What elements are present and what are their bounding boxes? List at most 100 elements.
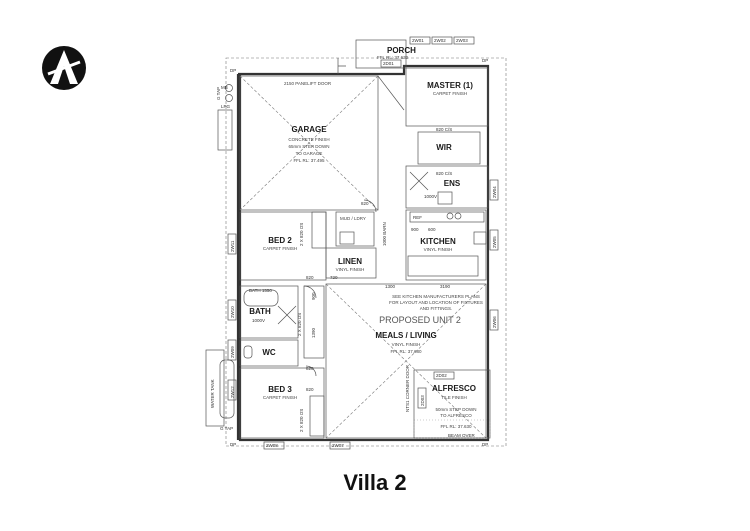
bed3-label: BED 3 <box>268 385 292 394</box>
bath-label: BATH <box>249 307 271 316</box>
porch-ffl: FFL RL: 37.630 <box>377 55 409 60</box>
porch-area <box>355 39 407 69</box>
wc-room <box>239 339 299 367</box>
bed3-finish: CARPET FINISH <box>263 395 297 400</box>
meals-label: MEALS / LIVING <box>375 331 436 340</box>
svg-text:2W03: 2W03 <box>456 38 468 43</box>
dim-820d: 820 <box>306 275 314 280</box>
bed2-label: BED 2 <box>268 236 292 245</box>
garage-room <box>239 75 379 211</box>
wc-label: WC <box>262 348 276 357</box>
garage-label: GARAGE <box>291 125 327 134</box>
master-finish: CARPET FINISH <box>433 91 467 96</box>
dim-820a: 820 C/S <box>436 127 452 132</box>
dim-2x820-bed3: 2 X 820 OS <box>299 409 304 432</box>
bath-1550-note: BATH 1550 <box>249 288 272 293</box>
garage-step: 65mm STEP DOWN <box>289 144 330 149</box>
alfresco-step2: TO ALFRESCO <box>440 413 472 418</box>
mud-laundry-room <box>335 211 375 247</box>
page-title: Villa 2 <box>343 470 407 495</box>
kitchen-note-1: SEE KITCHEN MANUFACTURERS PLANS <box>392 294 480 299</box>
dim-1000v2: 1000V <box>424 194 437 199</box>
svg-text:2D01: 2D01 <box>383 61 394 66</box>
ens-room <box>405 165 489 209</box>
dim-820c: 820 <box>361 201 369 206</box>
svg-text:DP: DP <box>482 58 488 63</box>
ref-label: REF <box>413 215 422 220</box>
water-tank-label: WATER TANK <box>210 379 215 408</box>
meals-ffl: FFL RL: 37.680 <box>390 349 422 354</box>
kitchen-bench <box>409 211 485 223</box>
svg-text:DP: DP <box>482 442 488 447</box>
gas-tap-label: G TAP <box>216 87 221 100</box>
svg-text:2W06: 2W06 <box>492 316 497 328</box>
linen-label: LINEN <box>338 257 362 266</box>
svg-text:2W07: 2W07 <box>332 443 344 448</box>
dim-900v: 900 <box>311 292 316 300</box>
meals-living-room <box>325 283 487 439</box>
gtap-label: G TAP <box>220 426 233 431</box>
lpg-label: LPG <box>221 104 231 109</box>
dim-3190: 3190 <box>440 284 451 289</box>
stacker-note: NTS1 CORNER DOOR <box>405 364 410 412</box>
garage-finish: CONCRETE FINISH <box>288 137 329 142</box>
svg-text:2W05: 2W05 <box>492 236 497 248</box>
svg-text:2W12: 2W12 <box>230 386 235 398</box>
bed3-room <box>239 367 325 439</box>
beam-over-note: BEAM OVER <box>448 433 476 438</box>
dim-720: 720 <box>330 275 338 280</box>
kitchen-note-3: AND FITTINGS. <box>420 306 453 311</box>
meals-finish: VINYL FINISH <box>392 342 421 347</box>
kitchen-label: KITCHEN <box>420 237 456 246</box>
bed2-finish: CARPET FINISH <box>263 246 297 251</box>
kitchen-finish: VINYL FINISH <box>424 247 453 252</box>
svg-text:2W09: 2W09 <box>230 346 235 358</box>
dim-900: 900 <box>411 227 419 232</box>
gas-tap-icon <box>225 94 233 102</box>
dim-1300: 1300 <box>385 284 396 289</box>
svg-text:DP: DP <box>230 442 236 447</box>
hallway <box>303 285 325 359</box>
wir-label: WIR <box>436 143 452 152</box>
svg-text:2W08: 2W08 <box>266 443 278 448</box>
master-label: MASTER (1) <box>427 81 473 90</box>
dim-2x820-bath: 2 X 820 OS <box>297 313 302 336</box>
svg-text:2W11: 2W11 <box>230 240 235 252</box>
dim-1000v: 1000V <box>252 318 265 323</box>
alfresco-finish: TILE FINISH <box>441 395 467 400</box>
dim-820e: 820 <box>306 366 314 371</box>
garage-step2: TO GARAGE <box>296 151 323 156</box>
sink-icon <box>473 231 487 245</box>
svg-text:2W10: 2W10 <box>230 306 235 318</box>
kitchen-note-2: FOR LAYOUT AND LOCATION OF FIXTURES <box>389 300 483 305</box>
unit-label: PROPOSED UNIT 2 <box>379 315 461 325</box>
dim-600: 600 <box>428 227 436 232</box>
svg-text:2W01: 2W01 <box>412 38 424 43</box>
linen-room <box>325 247 377 279</box>
svg-text:DP: DP <box>230 68 236 73</box>
bath-room <box>239 285 299 339</box>
master-room <box>405 67 489 127</box>
svg-text:2D03: 2D03 <box>420 395 425 406</box>
dim-820b: 820 C/S <box>436 171 452 176</box>
alfresco-ffl: FFL RL: 37.630 <box>440 424 472 429</box>
kitchen-room <box>405 209 487 281</box>
window-tags: 2W01 2W02 2W03 2D01 2W04 2W05 2W06 2W07 … <box>227 36 499 450</box>
svg-text:2W02: 2W02 <box>434 38 446 43</box>
dim-820f: 820 <box>306 387 314 392</box>
site-boundary <box>225 57 507 447</box>
wir-room <box>417 131 481 165</box>
svg-text:2W04: 2W04 <box>492 186 497 198</box>
ens-label: ENS <box>444 179 461 188</box>
toilet-icon <box>437 191 453 205</box>
alfresco-step: 50mm STEP DOWN <box>436 407 477 412</box>
kitchen-island <box>407 255 479 277</box>
bathtub-icon <box>243 289 279 307</box>
porch-label: PORCH <box>387 46 416 55</box>
garage-ffl: FFL RL: 37.495 <box>293 158 325 163</box>
linen-finish: VINYL FINISH <box>336 267 365 272</box>
svg-text:2D02: 2D02 <box>436 373 447 378</box>
meter-icon <box>225 84 233 92</box>
meter-label: MB <box>221 85 228 90</box>
